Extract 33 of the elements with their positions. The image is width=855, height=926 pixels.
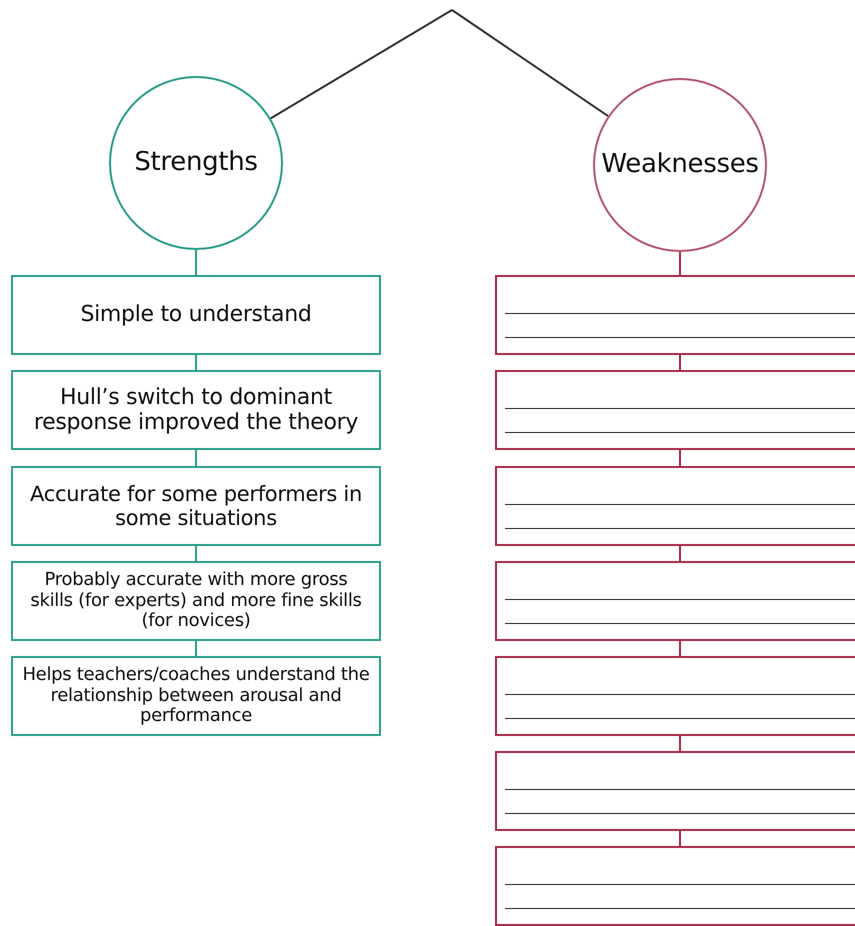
connector-line	[270, 9, 453, 120]
point-box	[11, 370, 381, 450]
connector-line	[679, 546, 681, 561]
connector-line	[679, 355, 681, 370]
connector-line	[679, 641, 681, 656]
node-text: Weaknesses	[600, 150, 760, 180]
connector-line	[679, 450, 681, 466]
answer-box	[495, 846, 855, 926]
node-text: Hull’s switch to dominant response improved the theory	[32, 384, 360, 436]
connector-line	[195, 641, 197, 656]
connector-line	[195, 546, 197, 561]
answer-box	[495, 275, 855, 355]
node-text: Probably accurate with more gross skills (for experts) and more fine skills (for novices)	[29, 570, 363, 632]
connector-line	[679, 736, 681, 751]
point-box	[11, 561, 381, 641]
node-text: Simple to understand	[79, 302, 313, 328]
connector-line	[195, 355, 197, 370]
answer-box	[495, 466, 855, 546]
answer-box	[495, 656, 855, 736]
connector-line	[679, 831, 681, 846]
answer-box	[495, 751, 855, 831]
node-text: Helps teachers/coaches understand the relationship between arousal and performance	[21, 664, 371, 728]
point-box	[11, 466, 381, 546]
point-box	[11, 656, 381, 736]
connector-line	[195, 250, 197, 275]
connector-line	[679, 252, 681, 275]
answer-box	[495, 561, 855, 641]
answer-box	[495, 370, 855, 450]
node-text: Strengths	[133, 148, 259, 178]
point-box	[11, 275, 381, 355]
node-text: Accurate for some performers in some situations	[29, 482, 363, 530]
connector-line	[451, 9, 609, 117]
connector-line	[195, 450, 197, 466]
